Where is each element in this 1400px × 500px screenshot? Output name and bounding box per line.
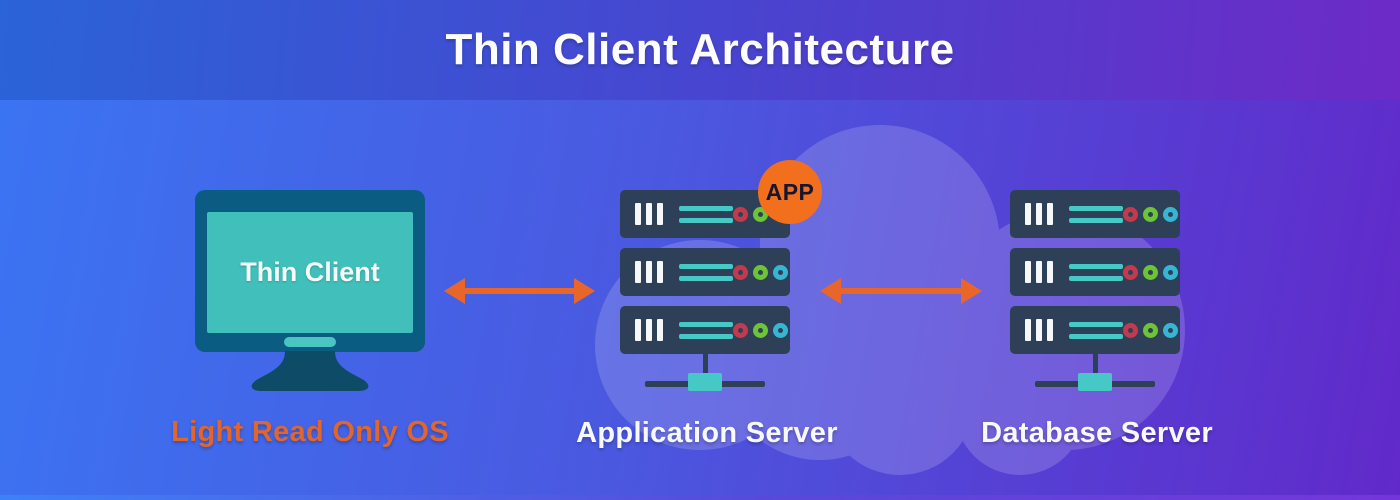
server-vents-icon [679, 263, 733, 281]
led-green-icon [1143, 206, 1158, 222]
server-vents-icon [1069, 205, 1123, 223]
server-vents-icon [1069, 321, 1123, 339]
arrow-shaft [841, 288, 961, 294]
server-unit [620, 306, 790, 354]
page-title: Thin Client Architecture [445, 25, 955, 74]
arrow-left-head-icon [820, 278, 841, 304]
led-cyan-icon [1163, 206, 1178, 222]
server-slots-icon [635, 203, 663, 225]
thin-client-caption: Light Read Only OS [171, 416, 449, 448]
app-badge: APP [758, 160, 822, 224]
led-cyan-icon [773, 322, 788, 338]
led-cyan-icon [773, 264, 788, 280]
server-leds [733, 322, 788, 338]
monitor-bezel: Thin Client [195, 190, 425, 352]
server-slots-icon [635, 261, 663, 283]
network-cable-icon [703, 354, 708, 374]
led-red-icon [733, 264, 748, 280]
monitor-screen: Thin Client [207, 212, 413, 333]
server-leds [1123, 264, 1178, 280]
server-slots-icon [1025, 203, 1053, 225]
monitor-stand-icon [251, 351, 369, 391]
header-band: Thin Client Architecture [0, 0, 1400, 100]
server-vents-icon [679, 321, 733, 339]
application-server-caption: Application Server [576, 417, 838, 449]
led-red-icon [1123, 264, 1138, 280]
arrow-right-head-icon [574, 278, 595, 304]
arrow-shaft [465, 288, 574, 294]
server-slots-icon [1025, 319, 1053, 341]
app-badge-label: APP [765, 178, 815, 205]
arrow-app-to-db [820, 277, 982, 305]
arrow-left-head-icon [444, 278, 465, 304]
database-server-node [1010, 190, 1180, 391]
server-unit [620, 248, 790, 296]
led-green-icon [753, 322, 768, 338]
led-green-icon [1143, 264, 1158, 280]
arrow-right-head-icon [961, 278, 982, 304]
led-green-icon [753, 264, 768, 280]
network-switch-icon [688, 373, 722, 391]
led-green-icon [1143, 322, 1158, 338]
server-leds [1123, 322, 1178, 338]
arrow-client-to-app [444, 277, 595, 305]
server-vents-icon [1069, 263, 1123, 281]
led-red-icon [1123, 206, 1138, 222]
led-red-icon [733, 206, 748, 222]
led-cyan-icon [1163, 264, 1178, 280]
network-cable-icon [1093, 354, 1098, 374]
thin-client-node: Thin Client [195, 190, 425, 392]
monitor-button [284, 337, 336, 347]
server-unit [1010, 248, 1180, 296]
server-slots-icon [635, 319, 663, 341]
server-unit [1010, 190, 1180, 238]
thin-client-label: Thin Client [240, 257, 380, 287]
server-leds [1123, 206, 1178, 222]
database-server-caption: Database Server [981, 417, 1213, 449]
server-slots-icon [1025, 261, 1053, 283]
footer-strip [0, 495, 1400, 500]
led-cyan-icon [1163, 322, 1178, 338]
led-red-icon [733, 322, 748, 338]
server-unit [1010, 306, 1180, 354]
application-server-node [620, 190, 790, 391]
network-switch-icon [1078, 373, 1112, 391]
server-leds [733, 264, 788, 280]
led-red-icon [1123, 322, 1138, 338]
server-vents-icon [679, 205, 733, 223]
